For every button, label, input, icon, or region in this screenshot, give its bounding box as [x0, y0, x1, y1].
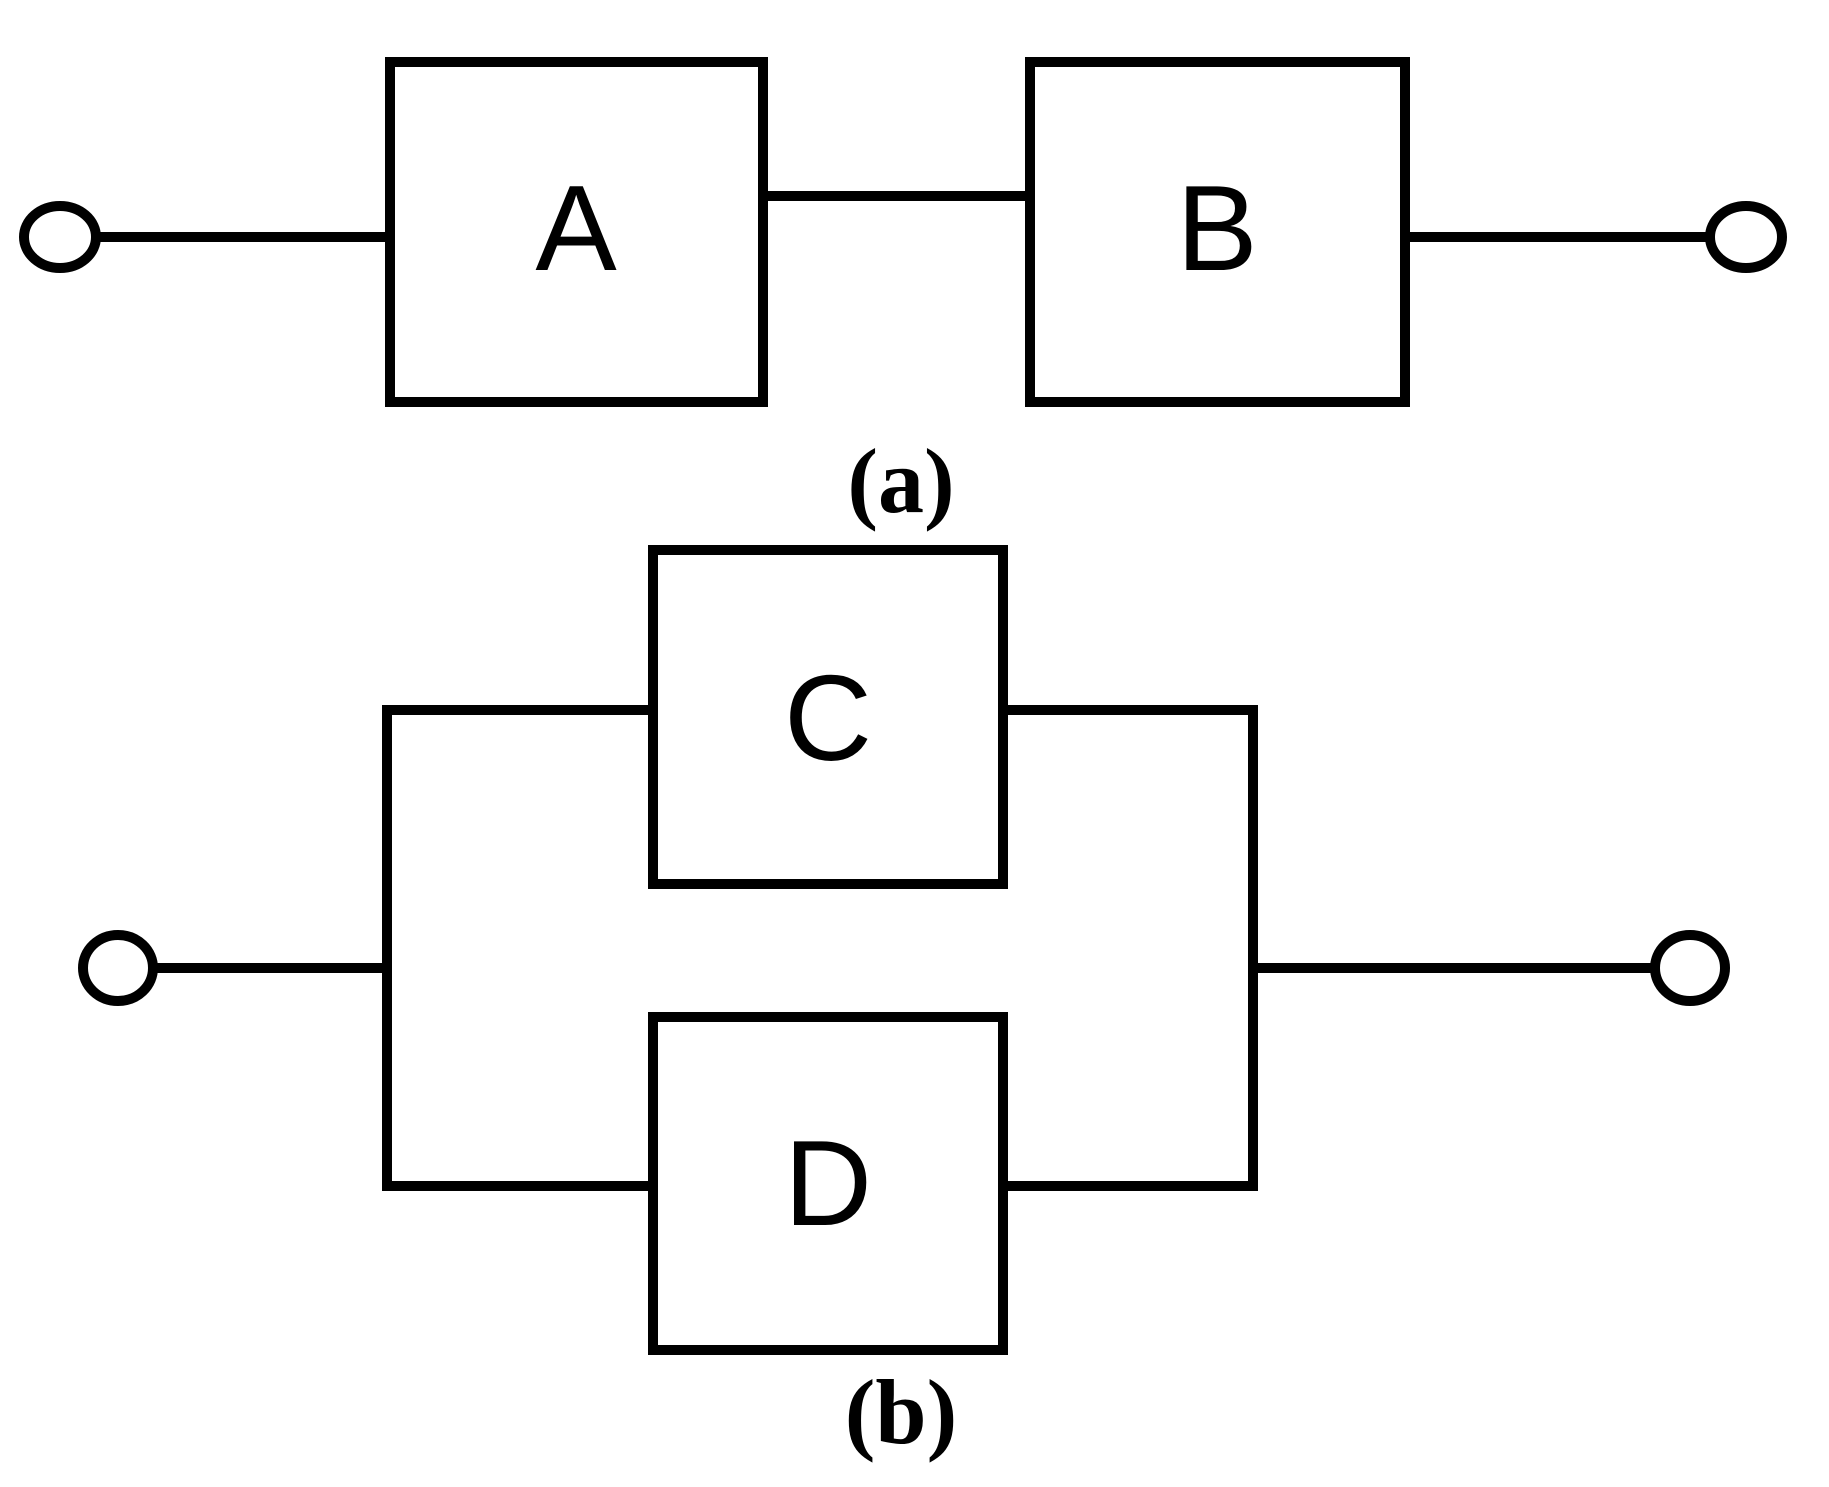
- caption-a: (a): [847, 430, 954, 532]
- block-b-label: B: [1176, 160, 1257, 296]
- block-a-label: A: [535, 160, 617, 296]
- terminal-b-right-icon: [1650, 930, 1730, 1006]
- terminal-a-left-icon: [19, 201, 101, 273]
- block-c-label: C: [784, 650, 872, 786]
- terminal-b-left-icon: [78, 930, 158, 1006]
- block-a-box: [385, 57, 768, 407]
- block-d-label: D: [784, 1115, 872, 1251]
- diagram-a-series: A B (a): [19, 57, 1787, 532]
- terminal-a-right-icon: [1705, 201, 1787, 273]
- diagram-b-parallel: C D (b): [78, 545, 1730, 1463]
- caption-b: (b): [845, 1361, 957, 1463]
- block-c-box: [648, 545, 1008, 889]
